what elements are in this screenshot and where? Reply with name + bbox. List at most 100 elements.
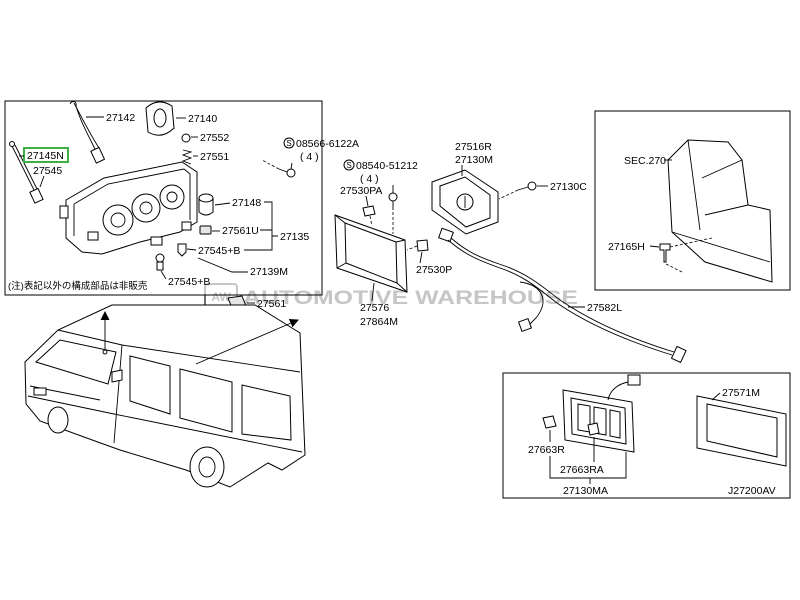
leader-line	[365, 195, 369, 207]
leader-line	[186, 248, 197, 251]
van-windshield	[35, 339, 117, 385]
bracket-27135	[244, 201, 278, 251]
heater-unit-housing	[664, 139, 773, 283]
dial-right-center	[166, 191, 178, 203]
rear-control-frame	[502, 372, 791, 499]
mount-tab	[87, 231, 99, 241]
part-label-27130ma: 27130MA	[563, 485, 608, 497]
screw-08540: S 08540-51212 ( 4 )	[343, 159, 418, 234]
panel-wire	[607, 381, 629, 401]
part-shape	[199, 225, 212, 235]
non-sale-note: (注)表記以外の構成部品は非販売	[8, 280, 147, 292]
housing-face-edge	[73, 168, 191, 236]
cable-wire	[14, 144, 38, 190]
assembly-dash	[261, 159, 280, 170]
bulb-27552	[181, 133, 198, 143]
part-label-27551: 27551	[200, 151, 229, 163]
s-symbol: S	[286, 139, 291, 148]
arrow-to-center-bezel	[195, 319, 299, 365]
part-label-27545b-upper: 27545+B	[198, 245, 240, 257]
part-label-27139m: 27139M	[250, 266, 288, 278]
knob-27663r	[542, 415, 557, 442]
part-label-27130m: 27130M	[455, 154, 493, 166]
dial-middle-center	[139, 201, 153, 215]
van-mirror	[111, 369, 123, 383]
van-beltline	[27, 395, 303, 453]
watermark-text: AUTOMOTIVE WAREHOUSE	[243, 288, 578, 309]
housing-detail	[671, 139, 771, 263]
van-window	[241, 384, 292, 441]
switch-27516r	[431, 165, 499, 235]
part-label-27145n: 27145N	[27, 150, 64, 162]
knob-side	[198, 198, 214, 216]
part-label-27140: 27140	[188, 113, 217, 125]
knob-27140	[145, 101, 186, 136]
harness-connector	[670, 345, 687, 364]
leader-27139m	[197, 257, 248, 273]
bulb-icon	[181, 133, 191, 143]
control-panel-housing	[59, 161, 198, 255]
screw-part-number: 08540-51212	[356, 160, 418, 172]
watermark-logo: AW	[211, 290, 231, 304]
screw-head-icon	[388, 192, 398, 202]
part-label-27552: 27552	[200, 132, 229, 144]
small-part	[150, 236, 163, 246]
screw-08566: S 08566-6122A ( 4 )	[261, 137, 359, 178]
part-27561u	[199, 225, 220, 235]
part-label-27545: 27545	[33, 165, 62, 177]
knob-hole	[153, 108, 167, 128]
part-label-27545b-lower: 27545+B	[168, 276, 210, 288]
van-illustration	[24, 304, 306, 488]
part-label-27130c: 27130C	[550, 181, 587, 193]
van-pillar	[113, 344, 123, 444]
part-label-27663ra: 27663RA	[560, 464, 604, 476]
section-label-sec270: SEC.270	[624, 155, 666, 167]
part-label-27135: 27135	[280, 231, 309, 243]
bezel-27571m	[696, 392, 787, 467]
harness-27582l	[438, 227, 687, 364]
clip-shape	[362, 205, 376, 217]
clip-27530pa	[362, 195, 376, 227]
harness-connector	[438, 227, 454, 243]
part-label-27148: 27148	[232, 197, 261, 209]
leader-line	[711, 392, 721, 401]
cable-wire	[73, 102, 100, 149]
part-label-27516r: 27516R	[455, 141, 492, 153]
screw-head-icon	[527, 181, 537, 191]
dial-middle	[131, 193, 161, 223]
s-symbol: S	[346, 161, 351, 170]
highlight-box	[23, 147, 69, 163]
leader-line	[39, 175, 45, 188]
leader-line	[160, 270, 167, 280]
part-label-27864m: 27864M	[360, 316, 398, 328]
leader-line	[214, 202, 231, 206]
s-symbol-circle	[343, 159, 355, 171]
cable-wire	[69, 101, 96, 150]
leader-line	[371, 282, 375, 302]
van-window	[179, 368, 233, 433]
bezel-27576	[334, 214, 408, 302]
leader-line	[649, 245, 660, 248]
socket-shape	[177, 243, 187, 257]
spring-icon	[181, 149, 193, 165]
part-label-27576: 27576	[360, 302, 389, 314]
part-label-27582l: 27582L	[587, 302, 622, 314]
mount-tab	[59, 205, 69, 219]
bezel-corners	[334, 214, 408, 293]
clip-shape	[416, 239, 429, 252]
socket-base	[156, 261, 164, 271]
spring-27551	[181, 149, 198, 165]
harness-connector	[517, 317, 533, 333]
diagram-code: J27200AV	[728, 485, 776, 497]
van-front-wheel	[47, 406, 69, 434]
knob-shape	[587, 422, 600, 436]
part-label-27165h: 27165H	[608, 241, 645, 253]
screw-27130c	[498, 181, 548, 200]
screw-shaft	[278, 168, 288, 173]
part-label-27663r: 27663R	[528, 444, 565, 456]
van-headlight	[33, 387, 47, 396]
dial-left-center	[110, 212, 126, 228]
assembly-dash	[406, 245, 418, 251]
cable-wire	[11, 145, 35, 191]
